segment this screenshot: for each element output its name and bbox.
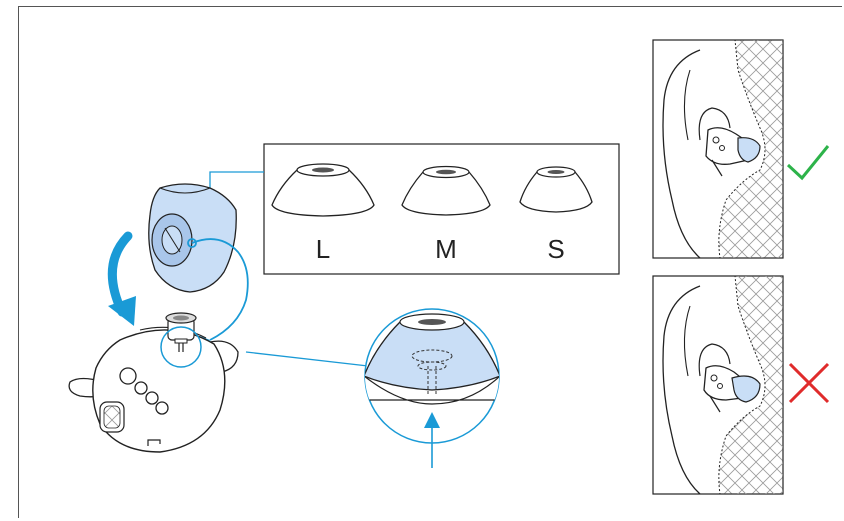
ear-tip-small [519, 166, 593, 213]
ear-tip-medium [401, 165, 491, 216]
earbud-button-1 [119, 367, 137, 385]
zoom-detail [364, 308, 500, 468]
cross-icon [788, 362, 830, 404]
ear-panel-correct [652, 39, 830, 259]
earbud-shell [92, 329, 226, 453]
page-frame [18, 6, 842, 518]
checkmark-icon [786, 145, 830, 181]
attach-arrow [107, 231, 136, 326]
earbud-grille [99, 401, 125, 433]
nozzle-highlight-circle [160, 326, 202, 368]
earbud-button-2 [134, 381, 148, 395]
fit-direction-line [191, 238, 249, 341]
fit-start-marker [187, 238, 197, 248]
size-label-small: S [547, 234, 564, 264]
ear-tip-large [271, 163, 375, 217]
earbud-button-4 [155, 401, 169, 415]
earbud-body [68, 312, 239, 453]
size-label-large: L [316, 234, 330, 264]
callout-line-zoom [245, 351, 369, 367]
earbud-button-3 [145, 391, 159, 405]
ear-tip-detached [148, 183, 237, 293]
size-selection-panel: L M S [263, 143, 620, 275]
ear-panel-incorrect [652, 275, 830, 495]
size-label-medium: M [435, 234, 457, 264]
